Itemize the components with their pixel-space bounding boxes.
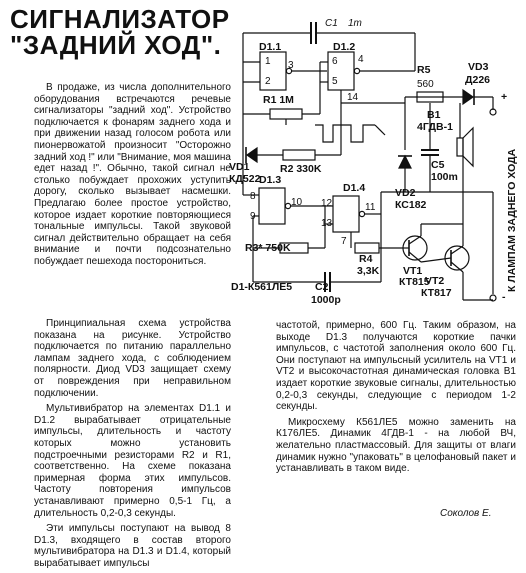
gate-bubble — [285, 67, 293, 75]
article-column-left: Принципиальная схема устройства показана… — [34, 318, 231, 573]
pin-label: 10 — [291, 197, 303, 208]
label-c2-value: 1000p — [311, 294, 341, 306]
label-r4: R4 — [359, 253, 373, 265]
label-vd2: VD2 — [395, 187, 416, 199]
author-signature: Соколов Е. — [440, 508, 492, 519]
article-paragraph: Эти импульсы поступают на вывод 8 D1.3, … — [34, 523, 231, 569]
label-vt2: VT2 — [425, 275, 444, 287]
pin-label: 1 — [265, 56, 271, 67]
label-c1: C1 — [325, 18, 338, 29]
label-vd3-value: Д226 — [465, 74, 490, 86]
terminal-minus — [489, 294, 497, 302]
intro-paragraph: В продаже, из числа дополнительного обор… — [34, 82, 231, 267]
label-r4-value: 3,3K — [357, 265, 380, 277]
label-vd1-value: КД522 — [229, 173, 261, 185]
label-c5: C5 — [431, 159, 445, 171]
pin-label: 3 — [288, 60, 294, 71]
gate-bubble — [284, 202, 292, 210]
label-ic: D1-К561ЛЕ5 — [231, 281, 292, 293]
gate-d1-1 — [259, 51, 287, 91]
label-d1-1: D1.1 — [259, 41, 281, 53]
label-d1-3: D1.3 — [259, 174, 281, 186]
resistor-r5 — [416, 91, 444, 103]
speaker-cone — [462, 126, 474, 168]
page-title-line2: "ЗАДНИЙ ХОД". — [10, 30, 222, 60]
label-r5: R5 — [417, 64, 431, 76]
label-vd1: VD1 — [229, 161, 250, 173]
wire — [420, 257, 452, 263]
label-c5-value: 100m — [431, 171, 458, 183]
wire — [374, 124, 386, 136]
resistor-r1 — [269, 108, 303, 120]
label-d1-2: D1.2 — [333, 41, 355, 53]
pin-label: 2 — [265, 76, 271, 87]
terminal-plus — [489, 108, 497, 116]
zener-vd2 — [398, 154, 412, 169]
label-minus: - — [502, 291, 506, 303]
label-b1: B1 — [427, 109, 441, 121]
pin-label: 5 — [332, 76, 338, 87]
label-vt1: VT1 — [403, 265, 422, 277]
gate-bubble — [358, 210, 366, 218]
pin-label: 8 — [250, 191, 256, 202]
article-paragraph: Микросхему К561ЛЕ5 можно заменить на К17… — [276, 416, 516, 475]
label-r2: R2 330K — [280, 163, 322, 175]
pin-label: 12 — [321, 198, 333, 209]
pin-label: 11 — [365, 202, 376, 213]
diode-vd1 — [245, 146, 258, 164]
transistor-vt2 — [444, 245, 470, 271]
pin-label: 4 — [358, 54, 364, 65]
label-r1: R1 1M — [263, 94, 294, 106]
wire — [450, 261, 464, 273]
gate-bubble — [353, 67, 361, 75]
speaker-b1 — [456, 137, 464, 157]
article-column-right: частотой, примерно, 600 Гц. Таким образо… — [276, 320, 516, 479]
label-d1-4: D1.4 — [343, 182, 365, 194]
label-vd3: VD3 — [468, 61, 489, 73]
label-b1-value: 4ГДВ-1 — [417, 121, 453, 133]
wire — [408, 235, 422, 245]
article-paragraph: Мультивибратор на элементах D1.1 и D1.2 … — [34, 403, 231, 519]
article-paragraph: частотой, примерно, 600 Гц. Таким образо… — [276, 320, 516, 413]
page-title: СИГНАЛИЗАТОР — [10, 4, 230, 34]
label-lamp: К ЛАМПАМ ЗАДНЕГО ХОДА — [506, 148, 518, 292]
circuit-schematic: C1 1m D1.1 1 2 3 D1.2 6 5 4 14 R5 560 VD… — [229, 18, 518, 306]
label-plus: + — [501, 91, 507, 103]
gate-d1-4 — [332, 195, 360, 233]
resistor-r4 — [354, 242, 380, 254]
label-r5-value: 560 — [417, 79, 434, 90]
label-r3: R3* 750K — [245, 242, 291, 254]
intro-text: В продаже, из числа дополнительного обор… — [34, 82, 231, 273]
label-vt1-value: КТ815 — [399, 276, 430, 288]
label-vt2-value: КТ817 — [421, 287, 452, 299]
pin-label: 14 — [347, 92, 359, 103]
article-paragraph: Принципиальная схема устройства показана… — [34, 318, 231, 399]
gate-d1-3 — [258, 187, 286, 225]
pin-label: 7 — [341, 236, 347, 247]
diode-vd3 — [462, 88, 475, 106]
label-vd2-value: КС182 — [395, 199, 427, 211]
label-c2: C2 — [315, 281, 329, 293]
pin-label: 6 — [332, 56, 338, 67]
wire — [408, 251, 422, 263]
waveform-sketch — [315, 124, 375, 143]
label-c1-value: 1m — [348, 18, 362, 29]
resistor-r2 — [282, 149, 316, 161]
wire — [450, 245, 464, 255]
